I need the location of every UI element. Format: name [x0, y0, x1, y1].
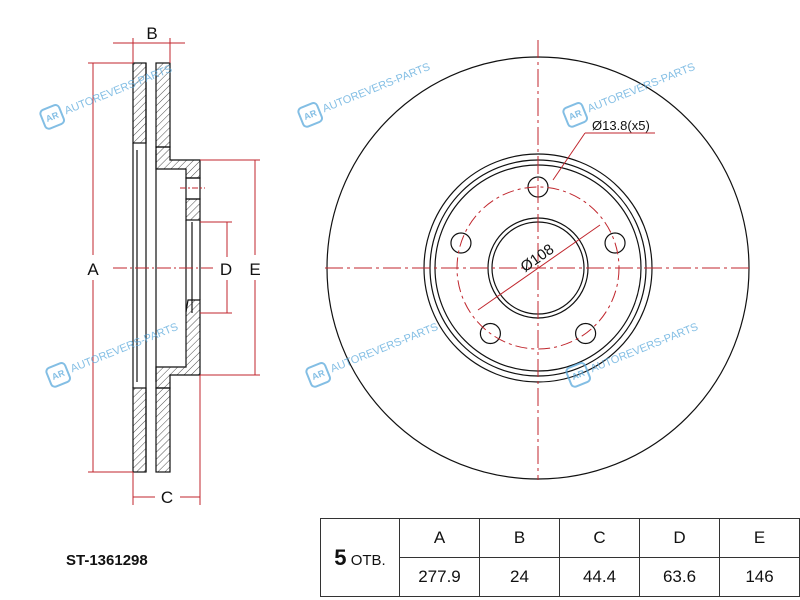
side-view-dimensions — [88, 38, 260, 505]
value-e: 146 — [719, 557, 800, 597]
label-a: A — [87, 260, 99, 279]
table-header-row: 5 ОТВ. A B C D E — [320, 518, 800, 597]
bolt-hole — [575, 322, 597, 345]
side-view — [132, 62, 201, 473]
value-d: 63.6 — [639, 557, 720, 597]
value-c: 44.4 — [559, 557, 640, 597]
bolt-hole-label: Ø13.8(x5) — [592, 118, 650, 133]
label-d: D — [220, 260, 232, 279]
header-b: B — [479, 518, 560, 558]
label-e: E — [249, 260, 260, 279]
bolt-hole — [479, 322, 501, 345]
value-a: 277.9 — [399, 557, 480, 597]
holes-label: ОТВ. — [350, 551, 386, 569]
header-c: C — [559, 518, 640, 558]
header-e: E — [719, 518, 800, 558]
bolt-hole — [450, 232, 472, 254]
header-d: D — [639, 518, 720, 558]
holes-count: 5 — [334, 544, 347, 570]
pcd-label: Ø108 — [518, 241, 558, 276]
bolt-hole — [604, 232, 626, 254]
bolt-holes — [450, 176, 626, 345]
front-view-centerlines — [325, 40, 752, 480]
part-number: ST-1361298 — [66, 552, 148, 569]
dimensions-table: 5 ОТВ. A B C D E 277.9 24 44.4 63.6 146 — [320, 518, 800, 597]
table-value-row: 277.9 24 44.4 63.6 146 — [321, 557, 800, 597]
value-b: 24 — [479, 557, 560, 597]
holes-cell: 5 ОТВ. — [320, 518, 400, 597]
label-b: B — [146, 24, 157, 43]
header-a: A — [399, 518, 480, 558]
label-c: C — [161, 488, 173, 507]
